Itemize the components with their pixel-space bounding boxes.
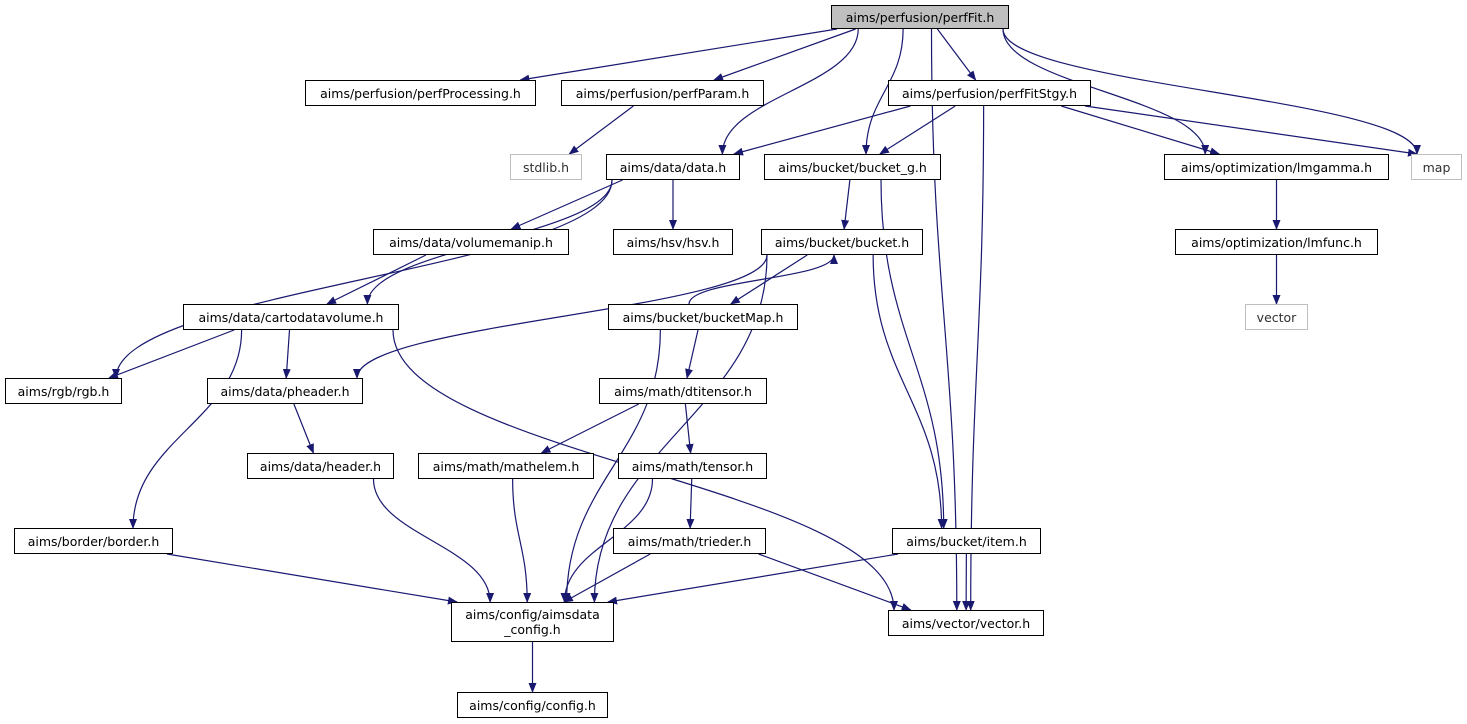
edge-perfParam-to-stdlib: [568, 105, 634, 155]
edge-header-to-aimsdata-config: [372, 478, 495, 603]
edge-data-to-volumemanip: [510, 179, 623, 230]
node-map: map: [1411, 154, 1462, 180]
edge-cartodatavolume-to-rgb: [108, 329, 235, 379]
node-rgb[interactable]: aims/rgb/rgb.h: [5, 378, 122, 404]
edge-perfFit-to-data: [718, 28, 859, 155]
edge-group: [108, 28, 1421, 693]
node-bucket-g[interactable]: aims/bucket/bucket_g.h: [764, 154, 941, 180]
edge-dtitensor-to-tensor: [684, 403, 694, 454]
edge-perfFit-to-perfFitStgy: [936, 28, 977, 81]
edge-bucket-to-bucketMap: [729, 254, 808, 305]
node-lmgamma[interactable]: aims/optimization/lmgamma.h: [1164, 154, 1389, 180]
node-bucket[interactable]: aims/bucket/bucket.h: [761, 229, 923, 255]
edge-bucketMap-to-bucket: [688, 254, 838, 305]
edge-mathelem-to-aimsdata-config: [512, 478, 532, 603]
edge-perfFitStgy-to-vector-h: [966, 105, 985, 611]
node-data[interactable]: aims/data/data.h: [606, 154, 740, 180]
edge-volumemanip-to-cartodatavolume: [326, 254, 427, 305]
edge-perfFit-to-vector-h: [930, 28, 961, 611]
edge-trieder-to-aimsdata-config: [563, 553, 651, 603]
edge-bucket-g-to-bucket: [841, 179, 851, 230]
edge-trieder-to-vector-h: [758, 553, 912, 611]
node-border[interactable]: aims/border/border.h: [14, 528, 173, 554]
node-cartodatavolume[interactable]: aims/data/cartodatavolume.h: [183, 304, 399, 330]
edge-tensor-to-aimsdata-config: [560, 478, 654, 603]
edge-cartodatavolume-to-pheader: [282, 329, 291, 379]
node-config[interactable]: aims/config/config.h: [457, 692, 608, 718]
node-perfParam[interactable]: aims/perfusion/perfParam.h: [561, 80, 764, 106]
edge-bucket-to-pheader: [353, 254, 768, 379]
edge-tensor-to-trieder: [686, 478, 695, 529]
node-volumemanip[interactable]: aims/data/volumemanip.h: [373, 229, 569, 255]
node-vector-std: vector: [1245, 304, 1308, 330]
node-vector-h[interactable]: aims/vector/vector.h: [888, 610, 1044, 636]
edge-perfFitStgy-to-map: [1084, 105, 1418, 157]
edge-perfFit-to-perfParam: [713, 28, 856, 81]
edge-perfFitStgy-to-lmgamma: [1061, 105, 1221, 156]
node-perfFitStgy[interactable]: aims/perfusion/perfFitStgy.h: [888, 80, 1091, 106]
edge-border-to-aimsdata-config: [166, 553, 458, 605]
edge-cartodatavolume-to-border: [129, 329, 243, 529]
node-aimsdata-config[interactable]: aims/config/aimsdata _config.h: [451, 602, 614, 642]
node-bucketMap[interactable]: aims/bucket/bucketMap.h: [608, 304, 798, 330]
edge-perfFit-to-lmgamma: [1002, 28, 1210, 155]
node-perfProcessing[interactable]: aims/perfusion/perfProcessing.h: [305, 80, 536, 106]
edge-perfFit-to-map: [1002, 28, 1421, 155]
node-dtitensor[interactable]: aims/math/dtitensor.h: [599, 378, 767, 404]
edge-perfFitStgy-to-bucket-g: [879, 105, 956, 155]
node-stdlib: stdlib.h: [510, 154, 582, 180]
node-mathelem[interactable]: aims/math/mathelem.h: [418, 453, 594, 479]
node-item[interactable]: aims/bucket/item.h: [892, 528, 1041, 554]
node-tensor[interactable]: aims/math/tensor.h: [618, 453, 767, 479]
node-header[interactable]: aims/data/header.h: [247, 453, 394, 479]
node-lmfunc[interactable]: aims/optimization/lmfunc.h: [1175, 229, 1378, 255]
edge-bucketMap-to-dtitensor: [685, 329, 699, 379]
edge-pheader-to-header: [293, 403, 314, 454]
node-perfFit[interactable]: aims/perfusion/perfFit.h: [831, 5, 1009, 29]
edge-bucket-to-item: [872, 254, 946, 529]
edge-item-to-aimsdata-config: [607, 553, 899, 605]
edge-bucketMap-to-aimsdata-config: [562, 329, 661, 603]
node-pheader[interactable]: aims/data/pheader.h: [207, 378, 363, 404]
node-hsv[interactable]: aims/hsv/hsv.h: [613, 229, 733, 255]
edge-dtitensor-to-mathelem: [540, 403, 640, 454]
edge-perfFit-to-perfProcessing: [519, 28, 838, 83]
edge-perfFitStgy-to-data: [733, 105, 911, 156]
edge-data-to-rgb: [112, 179, 613, 379]
node-trieder[interactable]: aims/math/trieder.h: [613, 528, 766, 554]
edge-perfFit-to-bucket-g: [862, 28, 904, 155]
